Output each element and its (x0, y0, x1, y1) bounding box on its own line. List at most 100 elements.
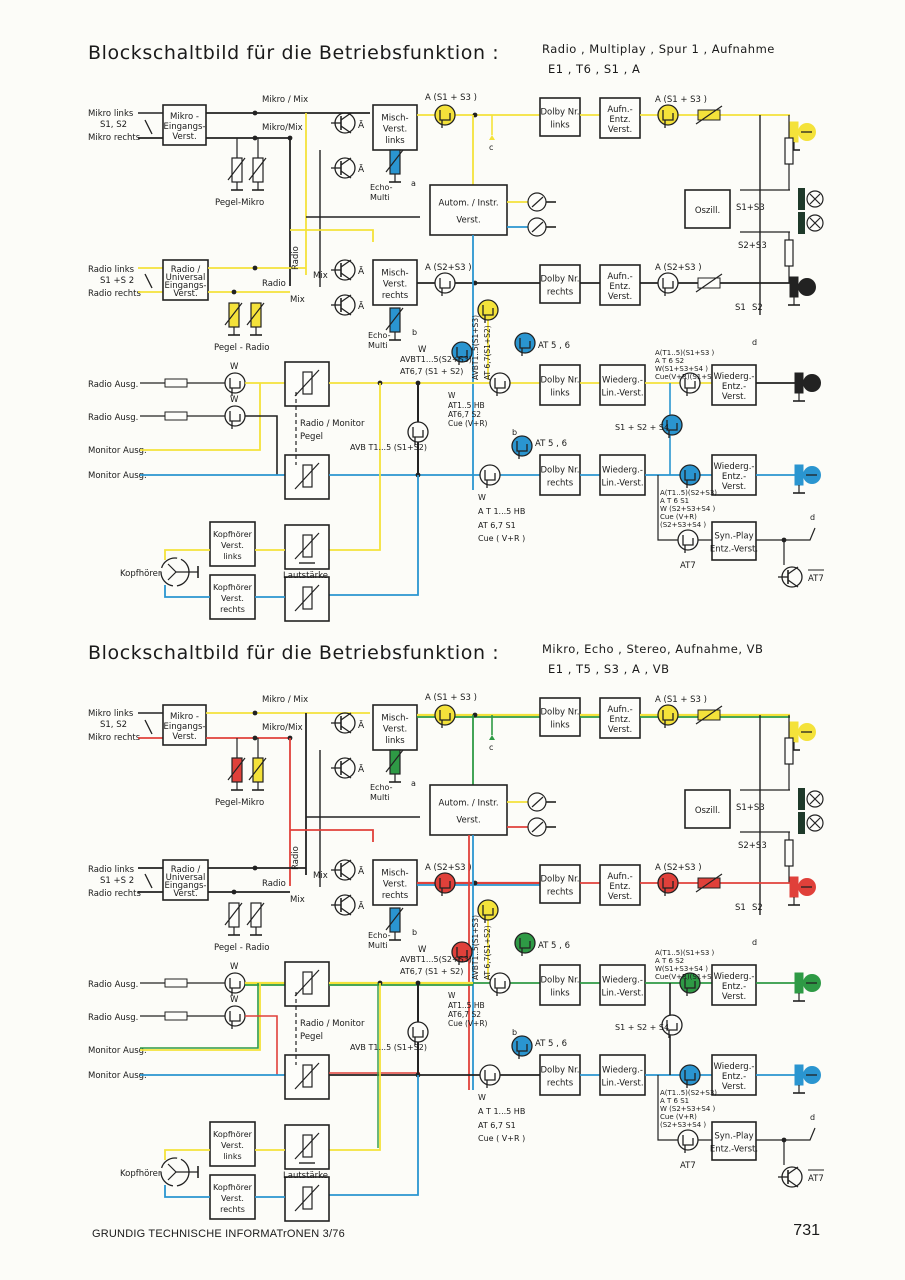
potentiometer-arrow (294, 532, 320, 560)
wire-kopf-right (329, 1075, 419, 1196)
aufn-entz-verst-left-label: Aufn.- (607, 105, 632, 115)
dolby-links-pb-label: Dolby Nr. (540, 975, 579, 985)
dolby-links-rec (539, 697, 581, 737)
mikro-eingangs-verst-label: Eingangs- (163, 722, 205, 732)
autom-instr-verst-label: Verst. (456, 815, 480, 825)
input-label-radio-links: Radio links (88, 865, 135, 875)
kopfhoerer-verst-links-label: Kopfhörer (213, 1130, 253, 1139)
trim-arrow (695, 873, 723, 893)
label-a-bar: Ā (358, 301, 365, 312)
aufn-entz-verst-right (599, 264, 641, 306)
potentiometer-arrow (294, 369, 320, 397)
junction-dot (231, 889, 237, 895)
misch-verst-rechts-label: Misch- (381, 268, 408, 278)
label-d: d (752, 338, 757, 347)
wiederg-lin-verst-right-label: Lin.-Verst. (601, 1079, 643, 1089)
label-vertical-avbt: AVBT1..5(S1+S3) (471, 315, 480, 380)
kopfhoerer-verst-links (209, 1121, 256, 1167)
transistor-collector (787, 1166, 799, 1175)
label-w: W (418, 345, 427, 355)
wire-kopf-left (329, 383, 381, 551)
misch-verst-links-label: Verst. (383, 725, 407, 735)
fet-gate (482, 905, 494, 916)
misch-verst-rechts-label: rechts (382, 891, 409, 901)
mikro-eingangs-verst (162, 704, 207, 746)
meter-needle (531, 796, 544, 808)
transistor-collector (340, 294, 352, 303)
wiederg-lin-verst-left (599, 964, 646, 1006)
radio-universal-eingangs-verst-label: Verst. (173, 889, 197, 899)
wire-monitor-out-left (140, 383, 261, 451)
arrow-head (489, 735, 495, 740)
wiederg-entz-verst-left-label: Verst. (722, 992, 746, 1002)
junction-dot (252, 865, 258, 871)
fet-c-icon (477, 899, 499, 921)
potentiometer-arrow (294, 1132, 320, 1160)
fet-w-playback-left (489, 972, 511, 994)
label-lautstaerke: Lautstärke (283, 1171, 328, 1181)
radio-universal-eingangs-verst (162, 259, 209, 301)
trim-arrow (695, 705, 723, 725)
wiederg-entz-verst-left (711, 964, 757, 1006)
wire-radio-out-2 (245, 1015, 278, 1075)
record-fet-a-right (657, 872, 679, 894)
fet-gate (229, 378, 241, 389)
label-radio-vertical: Radio (291, 246, 301, 270)
potentiometer-arrow (224, 902, 243, 926)
aufn-entz-verst-left-label: Entz. (609, 715, 630, 725)
erase-head-left-icon (798, 188, 805, 210)
potentiometer-arrow (294, 462, 320, 490)
aufn-entz-verst-left (599, 97, 641, 139)
wire (140, 983, 259, 1049)
fet-gate (662, 278, 674, 289)
fet-at56-top-icon (514, 932, 536, 954)
label-at15-l2: A T 6 S2 (655, 357, 684, 365)
aufn-entz-verst-right-label: Verst. (608, 892, 632, 902)
output-label-monitor-ausg-2: Monitor Ausg. (88, 471, 147, 481)
aufn-entz-verst-right (599, 864, 641, 906)
label-a-s1s3: A (S1 + S3 ) (655, 95, 707, 105)
wiederg-lin-verst-left-label: Wiederg.- (602, 975, 643, 985)
fet-gate (412, 427, 424, 438)
wiederg-entz-verst-right-label: Verst. (722, 482, 746, 492)
input-label-radio-rechts: Radio rechts (88, 889, 142, 899)
autom-instr-verst-label: Autom. / Instr. (438, 799, 498, 809)
syn-play-entz-verst-label: Entz.-Verst. (710, 544, 758, 554)
fet-gate (684, 978, 696, 989)
aufn-entz-verst-right-label: Verst. (608, 292, 632, 302)
wiederg-lin-verst-left-label: Lin.-Verst. (601, 389, 643, 399)
radio-monitor-pegel-right (284, 1054, 330, 1100)
echo-multi-pot-right (389, 907, 401, 933)
output-label-radio-ausg-1: Radio Ausg. (88, 380, 138, 390)
dolby-rechts-rec (539, 864, 581, 904)
transistor-emitter (787, 1179, 799, 1188)
autom-instr-verst (429, 784, 508, 836)
label-at67s2: AT6,7 S2 (448, 1010, 481, 1019)
label-at15-r2: A T 6 S1 (660, 1097, 689, 1105)
diagram-2-modes: Mikro, Echo , Stereo, Aufnahme, VB (542, 642, 764, 656)
potentiometer-arrow (246, 902, 265, 926)
label-avbt: AVBT1...5(S2+S3) (400, 955, 472, 964)
switch-icon (144, 719, 153, 735)
misch-verst-rechts-label: rechts (382, 291, 409, 301)
syn-play-entz-verst (711, 1121, 757, 1161)
output-label-radio-ausg-1: Radio Ausg. (88, 980, 138, 990)
label-s1s2s4: S1 + S2 + S4 (615, 1023, 669, 1032)
fet-w-playback-right (479, 464, 501, 486)
aufn-entz-verst-right-label: Aufn.- (607, 872, 632, 882)
label-a-s1s3: A (S1 + S3 ) (425, 693, 477, 703)
junction-dot (252, 265, 258, 271)
diagram-2-codes: E1 , T5 , S3 , A , VB (548, 662, 670, 676)
fet-gate (516, 1041, 528, 1052)
label-w: W (418, 945, 427, 955)
misch-verst-rechts-label: Misch- (381, 868, 408, 878)
label-kopfhoerer: Kopfhörer (120, 1169, 162, 1179)
label-s2s3: S2+S3 (738, 841, 767, 851)
fet-gate (494, 978, 506, 989)
potentiometer-arrow (227, 757, 246, 781)
output-connector-icon (164, 1011, 188, 1021)
label-kopfhoerer: Kopfhörer (120, 569, 162, 579)
fet-gate (519, 338, 531, 349)
label-at67-s1: AT 6,7 S1 (478, 1121, 516, 1130)
page-number: 731 (793, 1222, 820, 1239)
